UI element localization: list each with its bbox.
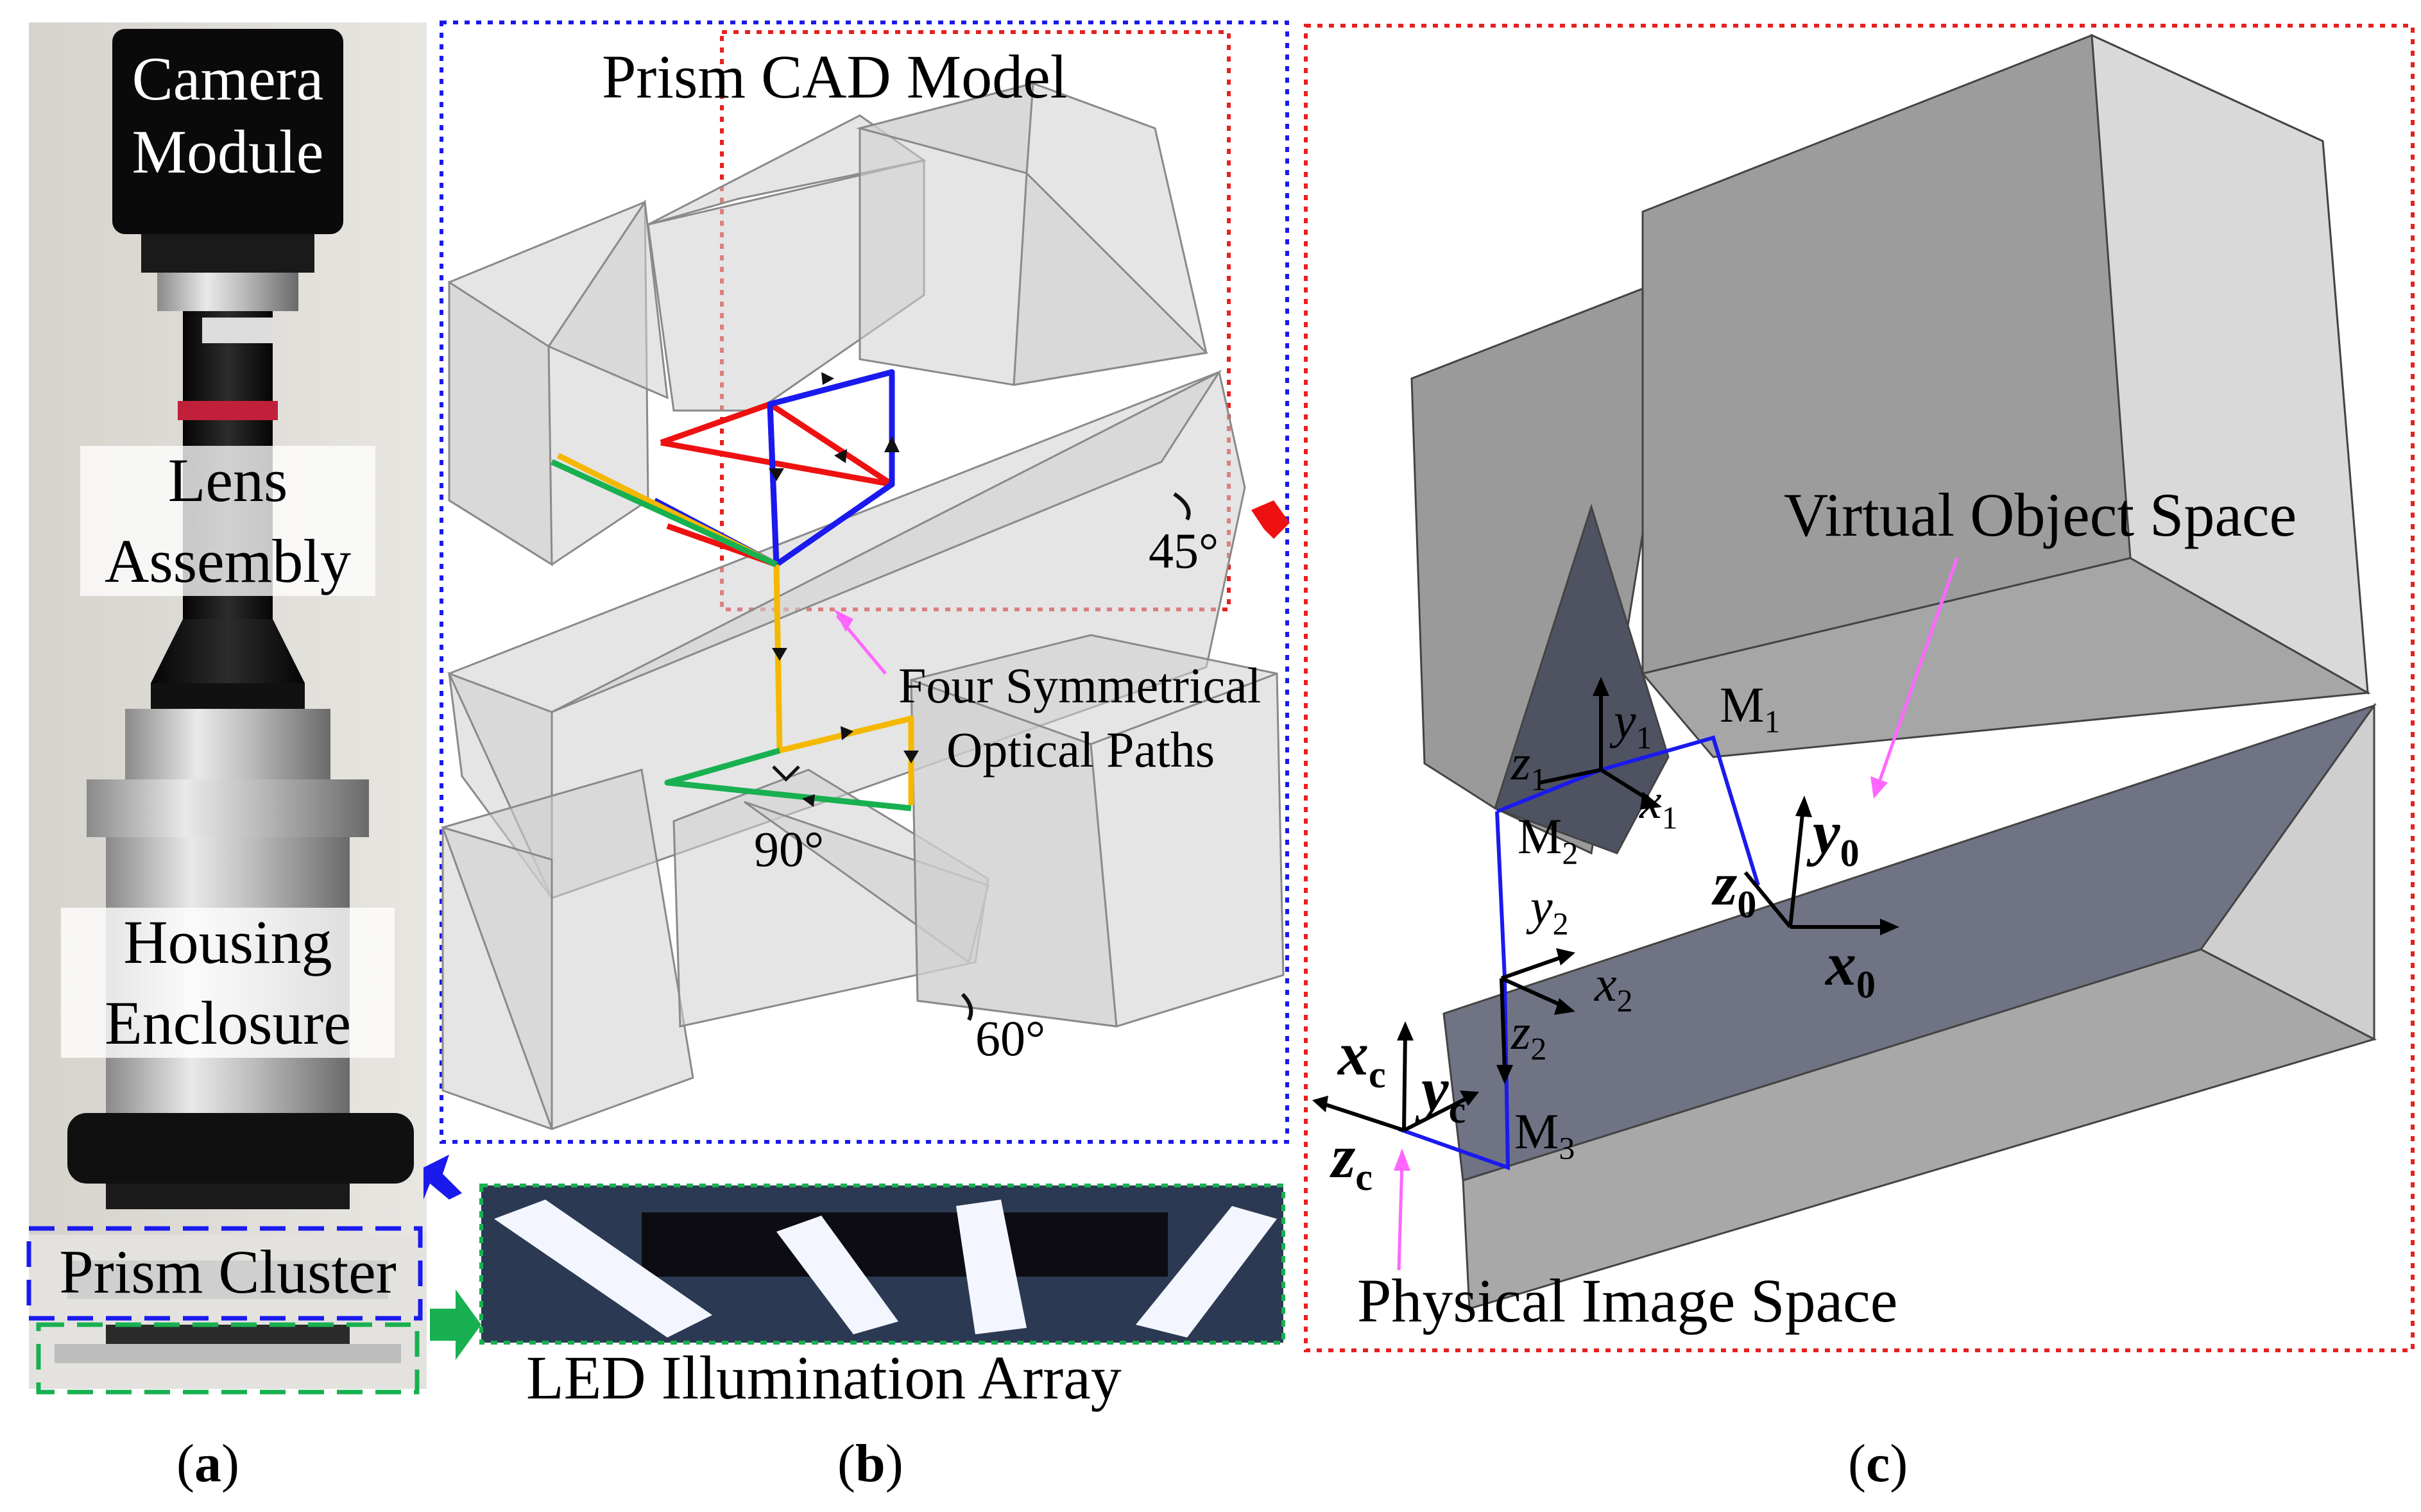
prism-cluster-box: [26, 1226, 423, 1321]
device-photo: Camera Module Lens Assembly Housing Encl…: [29, 22, 427, 1389]
m3-label: M3: [1514, 1103, 1575, 1166]
right-angle-marker: [772, 765, 800, 782]
blue-arrow-icon: [423, 1155, 462, 1200]
angle-60-arc: [961, 992, 973, 1021]
x2-label: x2: [1595, 956, 1633, 1019]
red-arrow-icon: [1251, 500, 1290, 539]
coordinate-axes: [1321, 686, 1886, 1132]
angle-60-label: 60°: [975, 1010, 1046, 1066]
angle-90-label: 90°: [754, 821, 825, 877]
y1-label: y1: [1614, 693, 1652, 756]
led-array-photo: [479, 1184, 1285, 1345]
camera-module-label: Camera Module: [119, 48, 337, 183]
green-arrow-icon: [430, 1289, 481, 1360]
led-region-box: [36, 1322, 420, 1395]
four-paths-label-line1: Four Symmetrical: [898, 658, 1262, 713]
red-optical-path: [660, 401, 895, 488]
caption-c: (c): [1848, 1434, 1908, 1493]
prism-cad-title: Prism CAD Model: [602, 42, 1068, 111]
camera-label-line2: Module: [132, 117, 324, 186]
caption-a-text: a: [194, 1434, 221, 1493]
m2-label: M2: [1518, 808, 1578, 871]
housing-label-line2: Enclosure: [105, 989, 351, 1057]
camera-label-line1: Camera: [132, 44, 324, 113]
y0-label: y0: [1813, 798, 1860, 875]
panel-c-frame: [1304, 24, 2415, 1352]
x0-label: x0: [1826, 930, 1876, 1007]
prism-cad-shapes: [441, 82, 1285, 1130]
caption-b-text: b: [855, 1434, 885, 1493]
xc-label: xc: [1338, 1019, 1386, 1096]
z1-label: z1: [1511, 735, 1547, 797]
caption-c-text: c: [1865, 1434, 1890, 1493]
path-arrowheads: [769, 372, 919, 807]
caption-b: (b): [837, 1434, 903, 1493]
lens-assembly-label: Lens Assembly: [80, 446, 375, 596]
axis-arrowheads: [1312, 677, 1899, 1112]
angle-45-arc: [1173, 492, 1191, 521]
lens-label-line2: Assembly: [105, 527, 351, 595]
blue-optical-path: [767, 369, 895, 567]
housing-enclosure-label: Housing Enclosure: [61, 908, 395, 1058]
optical-paths: [551, 369, 914, 811]
green-optical-path: [551, 459, 778, 568]
m1-label: M1: [1720, 677, 1781, 740]
virtual-space-pointer: [1875, 557, 1959, 790]
zc-label: zc: [1331, 1122, 1373, 1199]
y2-label: y2: [1530, 879, 1569, 942]
panel-c-blue-path: [1496, 735, 1760, 886]
yc-label: yc: [1421, 1055, 1466, 1132]
caption-a: (a): [176, 1434, 239, 1493]
z0-label: z0: [1713, 849, 1757, 926]
physical-space-pointer: [1397, 1160, 1404, 1271]
led-array-label: LED Illumination Array: [526, 1343, 1122, 1412]
z2-label: z2: [1511, 1004, 1547, 1067]
housing-label-line1: Housing: [123, 908, 332, 976]
prism-cluster-label: Prism Cluster: [59, 1237, 397, 1306]
four-paths-label-line2: Optical Paths: [946, 722, 1215, 777]
panel-c-prisms: [1410, 33, 2377, 1310]
lens-label-line1: Lens: [167, 446, 288, 514]
angle-45-label: 45°: [1149, 523, 1219, 579]
x1-label: x1: [1639, 773, 1678, 836]
virtual-object-space-label: Virtual Object Space: [1784, 480, 2297, 549]
physical-image-space-label: Physical Image Space: [1357, 1266, 1898, 1335]
